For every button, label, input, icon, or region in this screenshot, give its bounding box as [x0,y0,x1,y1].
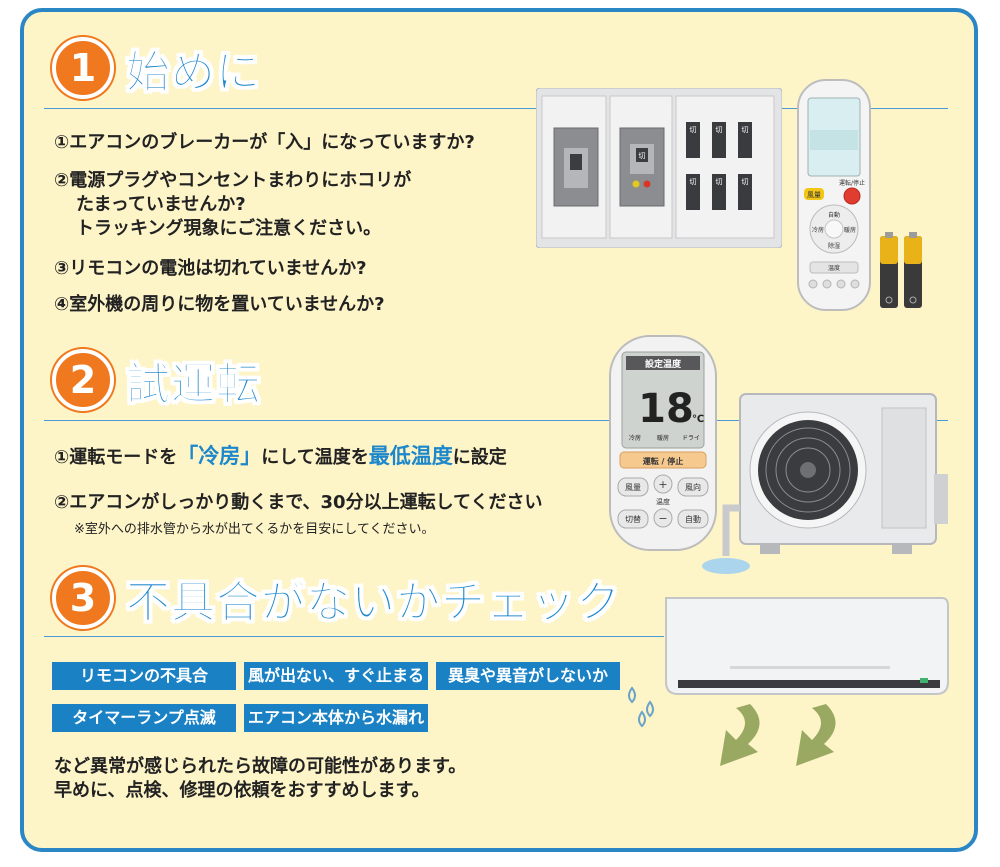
breaker-switch-label: 切 [716,126,723,134]
min-temp-highlight: 最低温度 [368,444,453,468]
lcd-title: 設定温度 [645,358,682,370]
checklist-item-continued: トラッキング現象にご注意ください。 [76,218,382,239]
step-text: にして温度を [261,447,369,468]
fan-button-label: 風量 [625,483,641,492]
symptom-tag: タイマーランプ点滅 [52,704,236,732]
section-number-badge: 2 [52,349,114,411]
section-1-heading: 1 始めに [52,36,261,100]
section-divider [44,108,948,109]
breaker-switch-label: 切 [742,126,749,134]
auto-button-label: 自動 [685,514,701,524]
dry-button-label: 除湿 [828,242,840,250]
batteries-illustration [880,232,922,308]
test-run-note: ※室外への排水管から水が出てくるかを目安にしてください。 [74,522,435,537]
section-title: 始めに [126,47,261,99]
breaker-switch-label: 切 [716,178,723,186]
footer-text: など異常が感じられたら故障の可能性があります。 [54,756,467,777]
power-button-label: 運転 / 停止 [643,456,684,466]
symptom-tag: 風が出ない、すぐ止まる [244,662,428,690]
breaker-switch-label: 切 [639,152,646,160]
checklist-item: ④室外機の周りに物を置いていませんか? [54,294,385,315]
cool-button-label: 冷房 [812,226,824,234]
section-divider [44,420,948,421]
svg-text:−: − [658,512,667,525]
heat-button-label: 暖房 [844,226,856,234]
cooling-mode-highlight: 「冷房」 [177,444,262,468]
checklist-item-continued: たまっていませんか? [76,194,246,215]
lcd-temperature: 18 [638,386,694,432]
breaker-switch-label: 切 [690,178,697,186]
footer-text: 早めに、点検、修理の依頼をおすすめします。 [54,780,430,801]
breaker-switch-label: 切 [690,126,697,134]
checklist-item: ③リモコンの電池は切れていませんか? [54,258,367,279]
step-text: ①運転モードを [54,447,178,468]
section-number-badge: 1 [52,37,114,99]
temp-button-label: 温度 [828,264,840,272]
lcd-mode-label: ドライ [682,435,700,442]
lcd-unit: ℃ [692,414,704,425]
breaker-switch-label: 切 [742,178,749,186]
test-run-step-2: ②エアコンがしっかり動くまで、30分以上運転してください [54,492,543,513]
lcd-mode-label: 冷房 [629,434,641,442]
power-button-label: 運転/停止 [839,179,865,187]
section-divider [44,636,664,637]
auto-button-label: 自動 [828,211,840,219]
outdoor-unit-illustration [702,393,948,574]
temp-label: 温度 [656,497,670,506]
section-2-heading: 2 試運転 [52,348,261,412]
svg-text:+: + [658,478,667,491]
test-run-step-1: ①運転モードを「冷房」にして温度を最低温度に設定 [54,440,507,470]
lcd-mode-label: 暖房 [657,434,669,442]
remote-control-illustration: 風量 運転/停止 自動 冷房 暖房 除湿 温度 [797,79,871,311]
fan-button-label: 風量 [807,191,821,199]
symptom-tag: エアコン本体から水漏れ [244,704,428,732]
checklist-item: ②電源プラグやコンセントまわりにホコリが [54,170,412,191]
section-3-heading: 3 不具合がないかチェック [52,566,621,630]
symptom-tag: 異臭や異音がしないか [436,662,620,690]
section-title: 不具合がないかチェック [126,577,621,629]
breaker-panel-illustration: 切 切 切 切 切 切 切 [536,88,782,248]
step-text: に設定 [452,447,507,468]
section-number-badge: 3 [52,567,114,629]
large-remote-illustration: 設定温度 18 ℃ 冷房 暖房 ドライ 運転 / 停止 風量 風向 + 温度 −… [609,335,717,551]
checklist-item: ①エアコンのブレーカーが「入」になっていますか? [54,132,475,153]
section-title: 試運転 [126,359,261,411]
switch-button-label: 切替 [625,514,641,524]
direction-button-label: 風向 [685,482,701,492]
symptom-tag: リモコンの不具合 [52,662,236,690]
indoor-ac-illustration [628,597,949,766]
